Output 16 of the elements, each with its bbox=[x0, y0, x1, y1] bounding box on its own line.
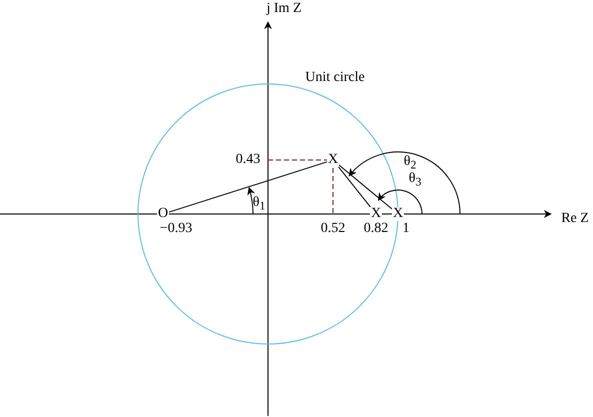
value-label: −0.93 bbox=[160, 222, 192, 236]
axis-label: j Im Z bbox=[266, 2, 302, 16]
connecting-line bbox=[168, 161, 328, 213]
value-label: 0.43 bbox=[236, 153, 260, 167]
pole-marker: X bbox=[326, 153, 340, 167]
connecting-line bbox=[337, 163, 394, 211]
axis-label: Re Z bbox=[561, 212, 589, 226]
connecting-line bbox=[336, 164, 373, 210]
value-label: 1 bbox=[402, 222, 410, 236]
angle-label: θ$_{2}$ bbox=[404, 154, 416, 172]
pole-marker: X bbox=[392, 207, 404, 221]
value-label: 0.82 bbox=[364, 222, 388, 236]
angle-label: θ$_{3}$ bbox=[408, 172, 422, 188]
angle-label: θ$_{1}$ bbox=[252, 196, 266, 212]
value-label: 0.52 bbox=[320, 222, 346, 236]
annotation-label: Unit circle bbox=[305, 71, 365, 85]
